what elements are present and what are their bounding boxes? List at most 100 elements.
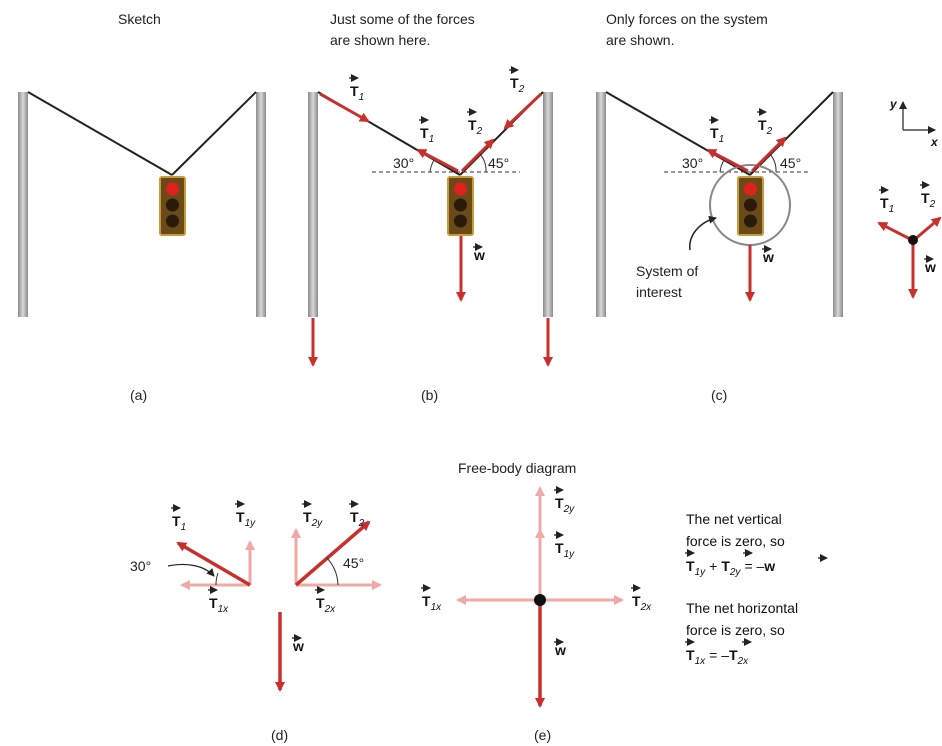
panel-c-label: (c) bbox=[711, 387, 727, 403]
t1-label: T1 bbox=[709, 116, 724, 145]
svg-text:w: w bbox=[762, 249, 774, 265]
vertical-note-line1: The net vertical bbox=[686, 511, 782, 527]
angle-pointer-arrow bbox=[167, 563, 215, 577]
svg-text:T1: T1 bbox=[420, 125, 434, 145]
svg-text:T2y: T2y bbox=[303, 509, 323, 529]
angle-arc bbox=[429, 159, 435, 173]
svg-text:T2x: T2x bbox=[632, 593, 652, 613]
t1-label: T1 bbox=[879, 186, 894, 215]
svg-text:T2x: T2x bbox=[316, 595, 336, 615]
t2-arrow bbox=[750, 136, 787, 173]
left-pole bbox=[308, 92, 318, 317]
w-label: w bbox=[924, 255, 936, 275]
svg-text:T1: T1 bbox=[172, 513, 186, 533]
right-pole bbox=[833, 92, 843, 317]
w-label: w bbox=[292, 634, 304, 654]
t1-label: T1 bbox=[419, 116, 434, 145]
left-cable bbox=[27, 91, 173, 176]
traffic-light-icon bbox=[737, 176, 764, 236]
right-pole bbox=[543, 92, 553, 317]
svg-text:w: w bbox=[292, 638, 304, 654]
y-axis-label: y bbox=[889, 97, 898, 111]
right-pole bbox=[256, 92, 266, 317]
t2-label: T2 bbox=[467, 108, 483, 137]
svg-text:T2: T2 bbox=[510, 75, 525, 95]
t2-arrow bbox=[294, 520, 371, 587]
angle-30-label: 30° bbox=[393, 155, 414, 171]
svg-text:T2: T2 bbox=[350, 509, 365, 529]
panel-c-caption-line2: are shown. bbox=[606, 32, 674, 48]
svg-text:T1x: T1x bbox=[209, 595, 229, 615]
x-axis-label: x bbox=[930, 135, 939, 149]
angle-45-label: 45° bbox=[343, 555, 364, 571]
left-pole bbox=[596, 92, 606, 317]
angle-arc bbox=[215, 572, 219, 586]
panel-e-label: (e) bbox=[534, 727, 551, 743]
t1x-label: T1x bbox=[421, 584, 442, 613]
t2x-label: T2x bbox=[315, 586, 336, 615]
t2-label: T2 bbox=[349, 500, 365, 529]
t1-label: T1 bbox=[171, 504, 186, 533]
svg-text:T1y: T1y bbox=[555, 540, 575, 560]
w-label: w bbox=[762, 245, 774, 265]
w-label: w bbox=[554, 638, 566, 658]
panel-b-caption-line1: Just some of the forces bbox=[330, 11, 475, 27]
equilibrium-notes: The net vertical force is zero, so T1y+T… bbox=[685, 511, 828, 667]
point-mass bbox=[908, 235, 918, 245]
t1-arrow bbox=[706, 148, 749, 173]
svg-text:T1: T1 bbox=[350, 83, 364, 103]
panel-b-label: (b) bbox=[421, 387, 438, 403]
t2y-label: T2y bbox=[554, 486, 575, 515]
panel-a-caption: Sketch bbox=[118, 11, 161, 27]
panel-b: Just some of the forces are shown here. … bbox=[308, 11, 553, 403]
svg-text:T2: T2 bbox=[921, 190, 936, 210]
svg-text:T2: T2 bbox=[468, 117, 483, 137]
svg-text:T1y+T2y= –w: T1y+T2y= –w bbox=[686, 558, 775, 578]
system-label-line1: System of bbox=[636, 263, 698, 279]
system-pointer-arrow bbox=[689, 215, 717, 251]
svg-text:T1y: T1y bbox=[236, 509, 256, 529]
t1-arrow bbox=[416, 148, 459, 173]
t2-arrow bbox=[460, 138, 495, 173]
vertical-equation: T1y+T2y= –w bbox=[685, 549, 828, 578]
t2y-label: T2y bbox=[302, 500, 323, 529]
svg-text:T2y: T2y bbox=[555, 495, 575, 515]
t1x-label: T1x bbox=[208, 586, 229, 615]
horizontal-note-line1: The net horizontal bbox=[686, 600, 798, 616]
t1-on-pole-arrow bbox=[319, 92, 370, 123]
angle-45-label: 45° bbox=[488, 155, 509, 171]
t1-arrow bbox=[877, 221, 913, 242]
system-label-line2: interest bbox=[636, 284, 682, 300]
traffic-light-icon bbox=[159, 176, 186, 236]
panel-d: 30° T1 T1y T1x 45° T2y T2 T2x bbox=[130, 500, 382, 743]
t2-label: T2 bbox=[757, 108, 773, 137]
svg-text:w: w bbox=[924, 259, 936, 275]
panel-c-caption-line1: Only forces on the system bbox=[606, 11, 768, 27]
left-pole bbox=[18, 92, 28, 317]
angle-45-label: 45° bbox=[780, 155, 801, 171]
panel-a-label: (a) bbox=[130, 387, 147, 403]
t1y-label: T1y bbox=[235, 500, 256, 529]
mini-free-body: y x T1 T2 w bbox=[877, 97, 942, 299]
svg-text:w: w bbox=[554, 642, 566, 658]
angle-arc bbox=[479, 153, 487, 173]
t2-arrow bbox=[913, 216, 942, 242]
t1y-label: T1y bbox=[554, 531, 575, 560]
angle-30-label: 30° bbox=[682, 155, 703, 171]
left-cable bbox=[605, 91, 751, 176]
panel-e-caption: Free-body diagram bbox=[458, 460, 576, 476]
angle-30-label: 30° bbox=[130, 558, 151, 574]
t2-on-pole-arrow bbox=[503, 92, 543, 130]
horizontal-note-line2: force is zero, so bbox=[686, 622, 785, 638]
svg-text:T2: T2 bbox=[758, 117, 773, 137]
panel-a: Sketch (a) bbox=[18, 11, 266, 403]
t1-pole-label: T1 bbox=[349, 74, 364, 103]
panel-b-caption-line2: are shown here. bbox=[330, 32, 430, 48]
t2x-label: T2x bbox=[631, 584, 652, 613]
panel-d-label: (d) bbox=[271, 727, 288, 743]
angle-arc bbox=[769, 153, 777, 173]
traffic-light-icon bbox=[447, 176, 474, 236]
t2-label: T2 bbox=[920, 181, 936, 210]
point-mass bbox=[534, 594, 546, 606]
